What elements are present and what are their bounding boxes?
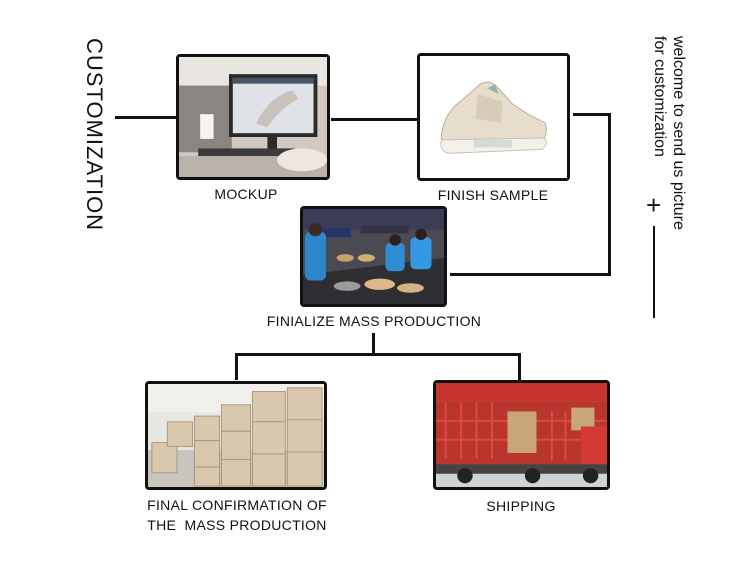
connector-mockup-to-sample: [331, 118, 417, 121]
customization-title: CUSTOMIZATION: [82, 38, 107, 232]
connector-to-production: [450, 273, 611, 276]
finish-sample-photo: [417, 53, 570, 181]
finalize-production-label: FINIALIZE MASS PRODUCTION: [266, 313, 482, 329]
mockup-label: MOCKUP: [214, 186, 278, 202]
final-confirmation-line2: THE MASS PRODUCTION: [147, 517, 327, 533]
connector-production-down: [372, 333, 375, 355]
connector-sample-down: [608, 113, 611, 276]
final-confirmation-line1: FINAL CONFIRMATION OF: [147, 497, 327, 513]
finish-sample-label: FINISH SAMPLE: [437, 187, 549, 203]
plus-icon: +: [646, 190, 662, 220]
shipping-label: SHIPPING: [486, 498, 556, 514]
mass-production-photo: [300, 206, 447, 307]
connector-split-horizontal: [235, 353, 521, 356]
mockup-photo: [176, 54, 330, 180]
side-note-line1: welcome to send us picture: [670, 36, 687, 230]
connector-split-right: [518, 353, 521, 380]
side-note-divider: [653, 226, 655, 318]
connector-split-left: [235, 353, 238, 380]
final-confirmation-label: FINAL CONFIRMATION OF THE MASS PRODUCTIO…: [132, 495, 342, 535]
connector-sample-right: [573, 113, 611, 116]
side-note: welcome to send us picture for customiza…: [650, 36, 688, 230]
final-confirmation-photo: [145, 381, 327, 490]
side-note-line2: for customization: [651, 36, 668, 157]
shipping-photo: [433, 380, 610, 490]
connector-title-to-mockup: [115, 116, 176, 119]
